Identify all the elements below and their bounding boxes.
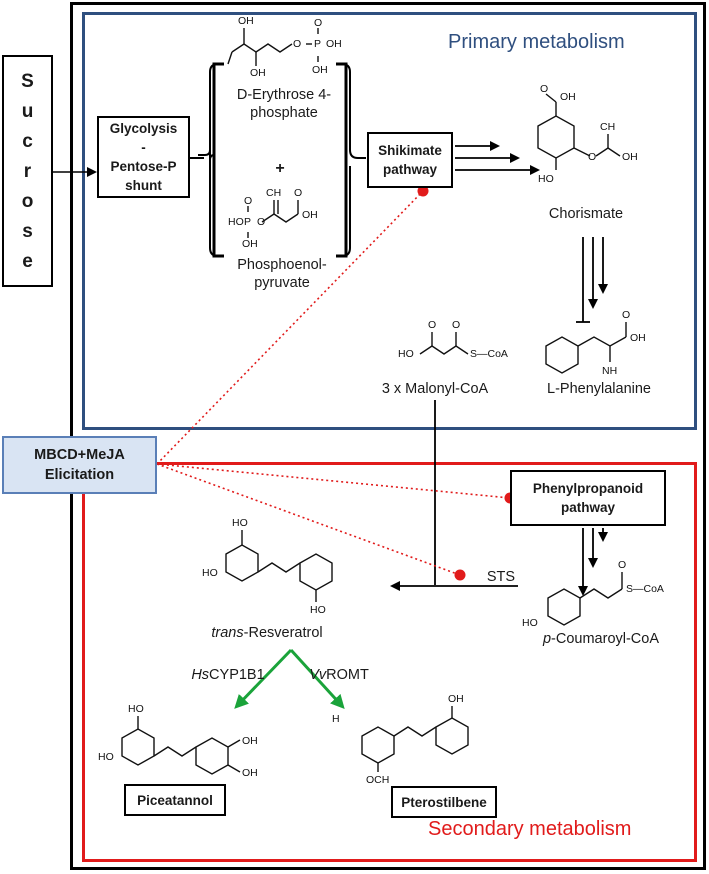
phenylalanine-o: O xyxy=(622,309,630,321)
phenylalanine-oh: OH xyxy=(630,332,646,344)
elicitation-link-shikimate xyxy=(156,190,424,465)
phenylalanine-nh2: NH xyxy=(602,365,617,377)
chorismate-o: O xyxy=(540,83,548,95)
arrow-to-pterostilbene xyxy=(289,648,345,709)
resveratrol-label: trans-Resveratrol xyxy=(211,625,323,641)
chorismate-ho: HO xyxy=(538,173,554,185)
malonyl-coa-label: 3 x Malonyl-CoA xyxy=(381,381,489,397)
pep-ch2: CH xyxy=(266,187,281,199)
coumaroyl-coa-label: p-Coumaroyl-CoA xyxy=(542,631,660,647)
erythrose-oh-1: OH xyxy=(238,15,254,27)
erythrose-oh-3: OH xyxy=(326,38,342,50)
pterostilbene-ring-b xyxy=(435,717,469,755)
shikimate-target-dot xyxy=(417,185,429,197)
phenylalanine-ring xyxy=(545,336,579,374)
pep-oh2: OH xyxy=(302,209,318,221)
pep-oh: OH xyxy=(242,238,258,250)
resveratrol-ho-left: HO xyxy=(202,567,218,579)
chorismate-label: Chorismate xyxy=(548,206,624,222)
sucrose-letter-6: e xyxy=(22,251,33,272)
pterostilbene-ring-a xyxy=(361,726,395,764)
resveratrol-oh-top: HO xyxy=(232,517,248,529)
erythrose-label: D-Erythrose 4- phosphate xyxy=(236,87,332,121)
piceatannol-ho-top: HO xyxy=(128,703,144,715)
malonyl-scoa: S—CoA xyxy=(470,348,508,360)
sts-enzyme-label: STS xyxy=(486,569,516,585)
coumaroyl-ho: HO xyxy=(522,617,538,629)
sucrose-letter-5: s xyxy=(22,221,33,242)
coumaroyl-ring xyxy=(547,588,581,626)
piceatannol-oh-2: OH xyxy=(242,767,258,779)
chorismate-ring xyxy=(537,115,575,159)
resveratrol-ring-a xyxy=(225,544,259,582)
malonyl-ho: HO xyxy=(398,348,414,360)
glycolysis-box: Glycolysis - Pentose-P shunt xyxy=(97,116,190,198)
pep-p: P xyxy=(244,216,251,228)
piceatannol-ring-a xyxy=(121,728,155,766)
primary-metabolism-frame xyxy=(82,12,697,430)
erythrose-oh-4: OH xyxy=(312,64,328,76)
phenylalanine-label: L-Phenylalanine xyxy=(547,381,651,397)
pep-o2: O xyxy=(257,216,265,228)
piceatannol-ring-b xyxy=(195,737,229,775)
sucrose-letter-1: u xyxy=(21,101,34,122)
pep-o3: O xyxy=(294,187,302,199)
pterostilbene-h3co: H xyxy=(332,713,340,725)
sucrose-letter-0: S xyxy=(21,71,34,92)
resveratrol-ring-b xyxy=(299,553,333,591)
sucrose-letter-2: c xyxy=(22,131,33,152)
piceatannol-label: Piceatannol xyxy=(124,784,226,816)
sucrose-letter-4: o xyxy=(21,191,34,212)
secondary-metabolism-frame xyxy=(82,462,697,862)
pep-structure xyxy=(261,213,299,223)
piceatannol-oh-1: OH xyxy=(242,735,258,747)
chorismate-oh2: OH xyxy=(622,151,638,163)
erythrose-o2: O xyxy=(314,17,322,29)
secondary-metabolism-title: Secondary metabolism xyxy=(428,818,632,840)
left-brace xyxy=(198,63,224,257)
elicitation-box: MBCD+MeJA Elicitation xyxy=(2,436,157,494)
primary-metabolism-title: Primary metabolism xyxy=(448,31,625,53)
malonyl-o1: O xyxy=(428,319,436,331)
phenylpropanoid-pathway-box: Phenylpropanoid pathway xyxy=(510,470,666,526)
arrow-to-piceatannol xyxy=(234,648,293,709)
elicitation-link-phenylprop xyxy=(156,463,511,499)
shikimate-pathway-box: Shikimate pathway xyxy=(367,132,453,188)
romt-enzyme-label: VvROMT xyxy=(309,667,369,683)
coumaroyl-o: O xyxy=(618,559,626,571)
erythrose-oh-2: OH xyxy=(250,67,266,79)
elicitation-link-sts xyxy=(156,463,461,576)
malonyl-structure xyxy=(419,345,469,355)
chorismate-o2: O xyxy=(588,151,596,163)
cyp1b1-enzyme-label: HsCYP1B1 xyxy=(191,667,265,683)
pterostilbene-och3: OCH xyxy=(366,774,389,786)
pep-ho: HO xyxy=(228,216,244,228)
piceatannol-ho-left: HO xyxy=(98,751,114,763)
plus-sign: + xyxy=(275,160,285,177)
chorismate-oh: OH xyxy=(560,91,576,103)
bracket-left-square xyxy=(212,62,224,258)
malonyl-o2: O xyxy=(452,319,460,331)
pep-o1: O xyxy=(244,195,252,207)
chorismate-ch2: CH xyxy=(600,121,615,133)
erythrose-structure xyxy=(231,43,293,53)
sts-target-dot xyxy=(454,569,466,581)
coumaroyl-scoa: S—CoA xyxy=(626,583,664,595)
erythrose-o: O xyxy=(293,38,301,50)
pep-label: Phosphoenol- pyruvate xyxy=(237,257,327,291)
pterostilbene-oh: OH xyxy=(448,693,464,705)
sucrose-letter-3: r xyxy=(23,161,32,182)
bracket-right-square xyxy=(336,62,348,258)
erythrose-p: P xyxy=(314,38,321,50)
resveratrol-oh-right: HO xyxy=(310,604,326,616)
pterostilbene-label: Pterostilbene xyxy=(391,786,497,818)
